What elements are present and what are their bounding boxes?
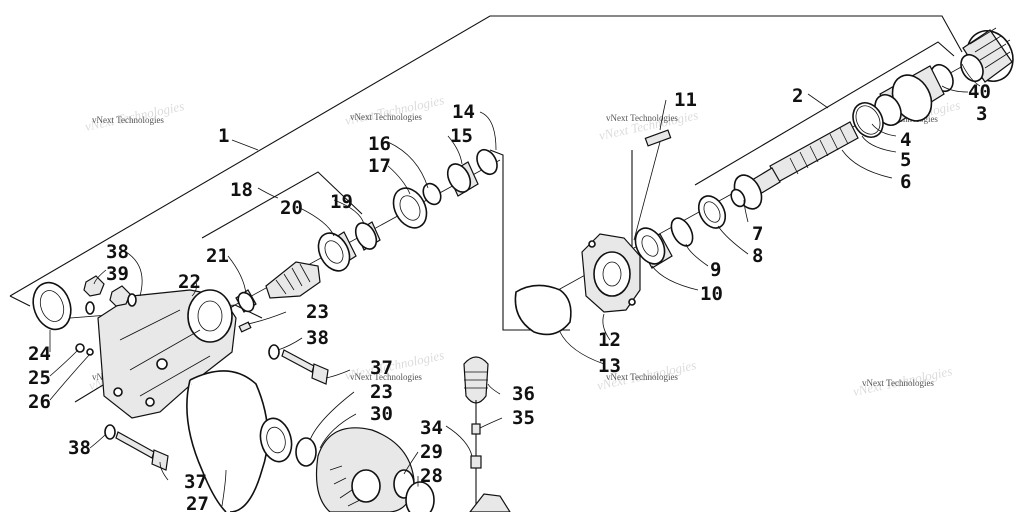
leader-lines (49, 63, 981, 507)
callout-label-5: 5 (900, 149, 911, 171)
callout-label-29: 29 (420, 441, 443, 463)
callout-label-22: 22 (178, 271, 201, 293)
bracket-assembly-1-lower (9, 295, 31, 307)
callout-label-10: 10 (700, 283, 723, 305)
fitting-35 (471, 423, 481, 435)
washer-38b (127, 293, 137, 307)
boot-4 (874, 65, 945, 127)
washer-38c (268, 344, 280, 360)
oring-30 (295, 437, 317, 467)
callout-label-38a: 38 (106, 241, 129, 263)
callout-label-18: 18 (230, 179, 253, 201)
spacer-19 (354, 221, 381, 251)
callout-label-36: 36 (512, 383, 535, 405)
callout-label-27: 27 (186, 493, 209, 512)
callout-labels: 1 2 3 4 5 6 7 8 9 10 11 12 13 14 15 16 1… (28, 81, 991, 512)
bearing-10 (634, 227, 673, 269)
callout-label-15: 15 (450, 125, 473, 147)
bearing-20 (317, 231, 357, 272)
callout-label-13: 13 (598, 355, 621, 377)
callout-label-12: 12 (598, 329, 621, 351)
callout-label-23b: 23 (370, 381, 393, 403)
watermark: vNext Technologies vNext Technologies (344, 347, 446, 383)
watermark-text: vNext Technologies (350, 372, 422, 382)
bearing-27b (259, 417, 293, 463)
left-housing (32, 275, 252, 419)
bearing-race-17 (392, 187, 428, 229)
fitting-34 (470, 455, 482, 469)
seal-24 (32, 281, 72, 331)
callout-label-21: 21 (206, 245, 229, 267)
pin-23 (238, 321, 252, 333)
bracket-assembly-18 (201, 171, 363, 239)
washer-38d (104, 424, 116, 440)
watermark: vNext Technologies vNext Technologies (344, 92, 446, 128)
callout-label-8: 8 (752, 245, 763, 267)
boot-40 (960, 27, 1014, 83)
bearing-15 (446, 161, 479, 197)
callout-label-17: 17 (368, 155, 391, 177)
callout-label-20: 20 (280, 197, 303, 219)
callout-label-1: 1 (218, 125, 229, 147)
boot-36 (463, 356, 489, 404)
watermark-text: vNext Technologies (606, 372, 678, 382)
callout-label-9: 9 (710, 259, 721, 281)
callout-label-37a: 37 (370, 357, 393, 379)
right-housing (514, 129, 672, 336)
yoke-7 (730, 174, 763, 210)
callout-label-37b: 37 (184, 471, 207, 493)
callout-label-30: 30 (370, 403, 393, 425)
callout-label-39: 39 (106, 263, 129, 285)
right-shaft-assembly (539, 27, 1014, 301)
gasket-13 (514, 284, 572, 336)
callout-label-25: 25 (28, 367, 51, 389)
watermark-text: vNext Technologies (350, 112, 422, 122)
callout-label-35: 35 (512, 407, 535, 429)
callout-label-7: 7 (752, 223, 763, 245)
callout-label-16: 16 (368, 133, 391, 155)
watermark: vNext Technologies vNext Technologies (84, 98, 186, 134)
bolt-37-lower (115, 431, 169, 471)
callout-label-6: 6 (900, 171, 911, 193)
watermark-ghost: vNext Technologies (344, 92, 446, 128)
callout-label-24: 24 (28, 343, 51, 365)
callout-label-4: 4 (900, 129, 911, 151)
bearing-21 (235, 289, 257, 313)
callout-label-40: 40 (968, 81, 991, 103)
watermark-text: vNext Technologies (92, 115, 164, 125)
callout-label-34: 34 (420, 417, 443, 439)
callout-label-23a: 23 (306, 301, 329, 323)
center-shaft-assembly (234, 148, 501, 313)
housing-22 (97, 289, 237, 419)
watermark-text: vNext Technologies (862, 378, 934, 388)
ring-gear (315, 427, 415, 512)
callout-label-38c: 38 (68, 437, 91, 459)
callout-label-14: 14 (452, 101, 475, 123)
bolt-37-upper (281, 349, 329, 385)
callout-label-26: 26 (28, 391, 51, 413)
lower-housing (469, 493, 511, 512)
callout-label-2: 2 (792, 85, 803, 107)
washer-38a (85, 301, 95, 315)
callout-label-38b: 38 (306, 327, 329, 349)
snap-ring-9 (670, 217, 694, 247)
watermark: vNext Technologies vNext Technologies (852, 363, 954, 399)
callout-label-19: 19 (330, 191, 353, 213)
bolt-11 (644, 129, 672, 147)
bracket-assembly-1 (9, 15, 963, 297)
bracket-assembly-2 (694, 41, 955, 186)
bearing-28 (405, 481, 435, 512)
lower-bolts (104, 344, 329, 471)
callout-label-11: 11 (674, 89, 697, 111)
callout-label-3: 3 (976, 103, 987, 125)
pinion-gear (265, 261, 321, 299)
lower-assembly (186, 356, 511, 512)
nut-39 (83, 275, 131, 307)
washer-26 (86, 348, 94, 356)
watermark-text: vNext Technologies (606, 113, 678, 123)
callout-label-28: 28 (420, 465, 443, 487)
snap-ring-14 (476, 148, 498, 176)
